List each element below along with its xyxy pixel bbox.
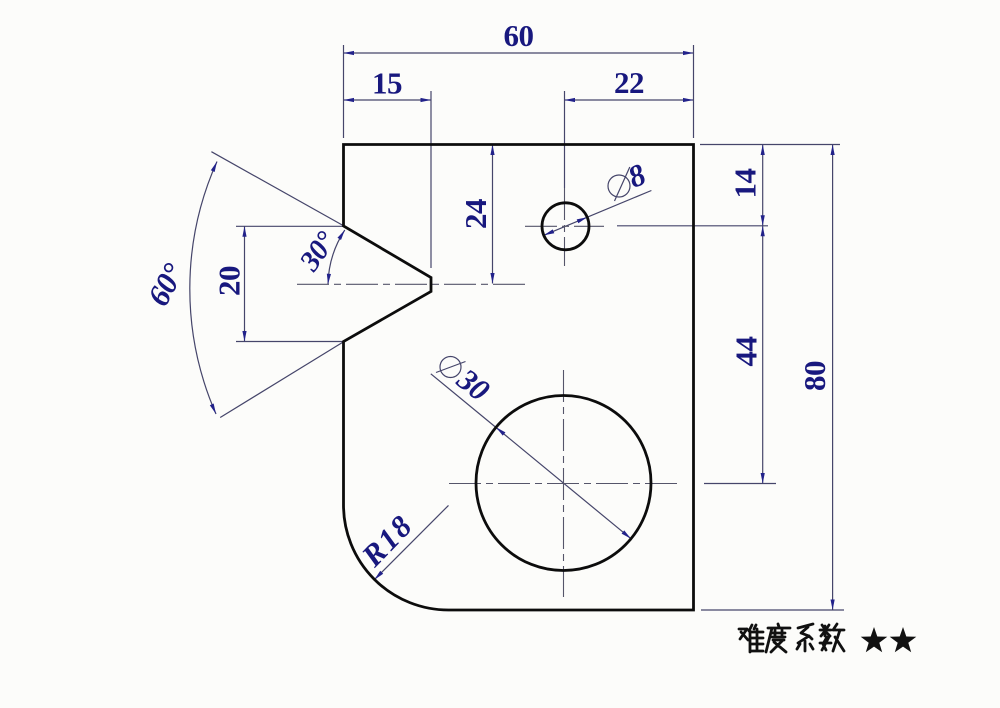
svg-text:80: 80 [797,361,832,391]
svg-text:14: 14 [728,169,763,199]
svg-text:24: 24 [458,199,493,229]
svg-text:60: 60 [504,18,534,53]
svg-text:22: 22 [614,65,644,100]
svg-text:44: 44 [729,337,764,367]
svg-text:20: 20 [212,266,247,296]
svg-text:15: 15 [372,66,402,101]
